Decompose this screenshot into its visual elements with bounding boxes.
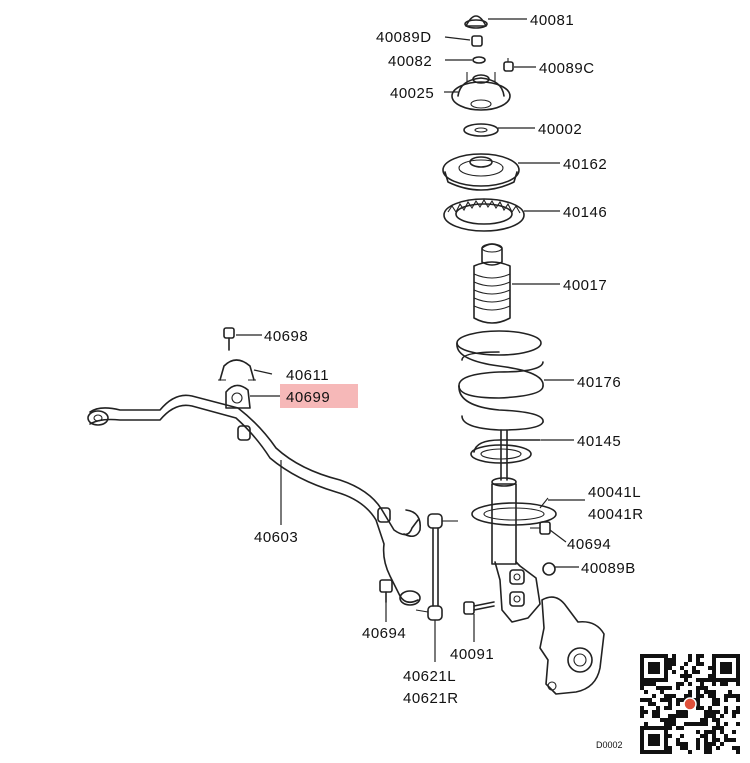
spring-pad-40145[interactable] bbox=[470, 439, 541, 464]
nut-40089B[interactable] bbox=[542, 562, 556, 576]
spring-seat-40162[interactable] bbox=[442, 153, 520, 191]
bushing-40699[interactable] bbox=[225, 384, 251, 409]
label-40017: 40017 bbox=[563, 277, 607, 294]
label-40145: 40145 bbox=[577, 433, 621, 450]
label-40698: 40698 bbox=[264, 328, 308, 345]
nut-40089C[interactable] bbox=[503, 58, 514, 72]
label-40025: 40025 bbox=[390, 85, 434, 102]
bolt-40694-bottom[interactable] bbox=[379, 579, 393, 603]
label-40089C: 40089C bbox=[539, 60, 595, 77]
label-40603: 40603 bbox=[254, 529, 298, 546]
bearing-40002[interactable] bbox=[463, 123, 499, 137]
label-40146: 40146 bbox=[563, 204, 607, 221]
label-40611: 40611 bbox=[286, 367, 329, 384]
label-40089B: 40089B bbox=[581, 560, 636, 577]
label-40091: 40091 bbox=[450, 646, 494, 663]
bolt-40091[interactable] bbox=[463, 601, 495, 615]
qr-code[interactable] bbox=[638, 652, 742, 756]
cap-40081[interactable] bbox=[464, 15, 488, 29]
rubber-seat-40146[interactable] bbox=[443, 198, 525, 232]
label-40002: 40002 bbox=[538, 121, 582, 138]
label-40162: 40162 bbox=[563, 156, 607, 173]
steering-knuckle[interactable] bbox=[539, 596, 605, 695]
label-40081: 40081 bbox=[530, 12, 574, 29]
washer-40082[interactable] bbox=[472, 56, 486, 64]
label-40176: 40176 bbox=[577, 374, 621, 391]
qr-logo-icon bbox=[683, 697, 697, 711]
label-40699: 40699 bbox=[286, 389, 330, 406]
highlight-box bbox=[280, 384, 358, 408]
bolt-40694-right[interactable] bbox=[530, 521, 551, 535]
label-40082: 40082 bbox=[388, 53, 432, 70]
nut-40089D[interactable] bbox=[471, 35, 483, 47]
strut-assembly-40041[interactable] bbox=[471, 429, 557, 623]
stabilizer-bar-40603[interactable] bbox=[87, 394, 422, 606]
strut-mount-40025[interactable] bbox=[451, 72, 511, 111]
label-40694-bottom: 40694 bbox=[362, 625, 406, 642]
dust-boot-40017[interactable] bbox=[473, 243, 511, 324]
bracket-40611[interactable] bbox=[218, 359, 256, 381]
coil-spring-40176[interactable] bbox=[456, 330, 544, 431]
label-40621R: 40621R bbox=[403, 690, 459, 707]
label-40694-right: 40694 bbox=[567, 536, 611, 553]
stabilizer-link-40621[interactable] bbox=[415, 513, 458, 621]
label-40041L: 40041L bbox=[588, 484, 641, 501]
label-40041R: 40041R bbox=[588, 506, 644, 523]
diagram-code: D0002 bbox=[596, 740, 623, 750]
label-40089D: 40089D bbox=[376, 29, 432, 46]
label-40621L: 40621L bbox=[403, 668, 456, 685]
bolt-40698[interactable] bbox=[223, 327, 235, 351]
